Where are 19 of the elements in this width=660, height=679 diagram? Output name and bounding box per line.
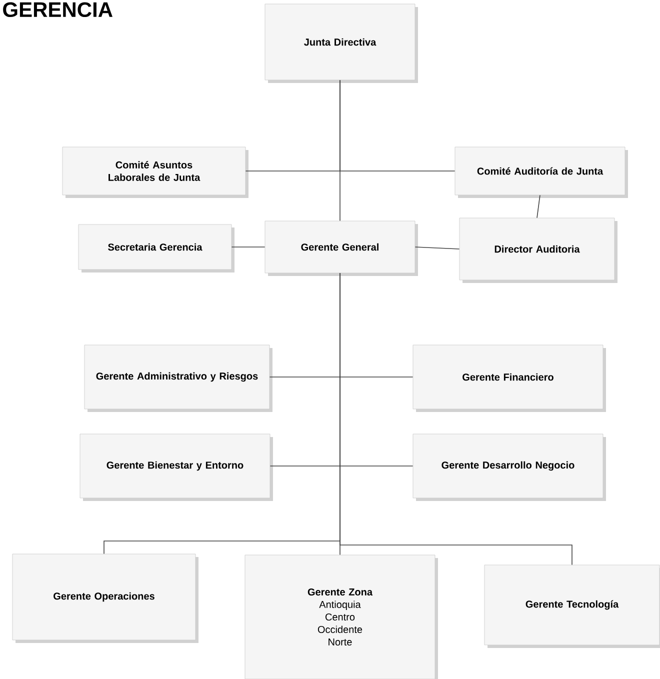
connector-line <box>414 246 460 250</box>
org-box: Gerente Tecnología <box>484 564 660 648</box>
org-box: Comité Auditoría de Junta <box>454 146 628 198</box>
org-box: Comité Asuntos Laborales de Junta <box>62 146 248 198</box>
org-box: Director Auditoria <box>459 218 618 283</box>
org-box: Gerente Financiero <box>412 344 606 412</box>
connector-line <box>340 80 456 172</box>
title: GERENCIA <box>3 2 112 18</box>
connector-line <box>340 272 572 566</box>
org-box: Gerente Administrativo y Riesgos <box>84 344 272 412</box>
org-box: Junta Directiva <box>264 4 418 83</box>
org-box: Gerente Zona Antioquia Centro Occidente Norte <box>244 554 438 679</box>
org-box: Gerente Operaciones <box>12 554 198 643</box>
connector-line <box>231 246 266 248</box>
org-box: Gerente Desarrollo Negocio <box>412 434 606 501</box>
org-box: Secretaria Gerencia <box>78 224 234 272</box>
org-box: Gerente General <box>264 220 418 276</box>
connector-line <box>536 194 540 218</box>
org-box: Gerente Bienestar y Entorno <box>80 434 273 501</box>
